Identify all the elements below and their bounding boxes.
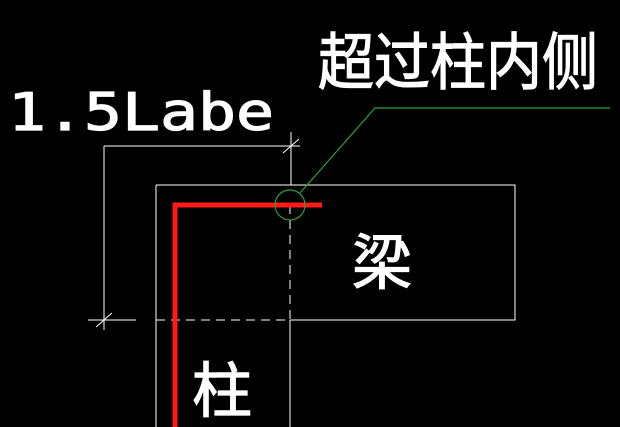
leader-circle [274, 189, 306, 221]
dimension-tick-bottom [95, 312, 113, 328]
dimension-label: 1.5Labe [8, 83, 274, 143]
leader-line [299, 107, 610, 194]
beam-outline [156, 184, 516, 321]
column-label: 柱 [192, 357, 252, 427]
annotation-leader [274, 107, 610, 221]
annotation-label: 超过柱内侧 [318, 26, 598, 99]
beam-label: 梁 [352, 229, 412, 299]
dimension-1-5labe [88, 132, 300, 330]
rebar-anchorage-line [172, 202, 322, 427]
